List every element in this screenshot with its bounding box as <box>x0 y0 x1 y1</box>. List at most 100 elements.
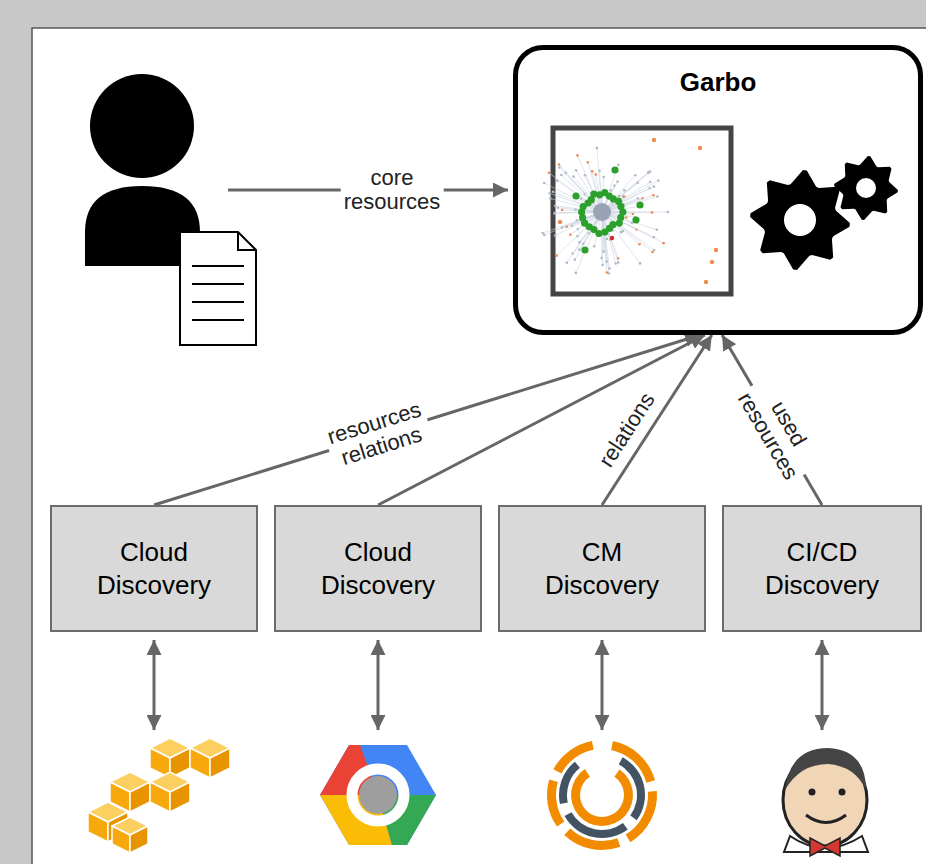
graph-dot <box>591 170 594 173</box>
graph-edge <box>543 212 602 233</box>
graph-dot <box>714 248 718 252</box>
graph-dot <box>548 172 551 175</box>
graph-dot <box>653 249 656 252</box>
document-icon <box>180 232 256 345</box>
graph-edge <box>567 212 602 263</box>
discovery-box: CI/CD Discovery <box>722 505 922 632</box>
graph-dot <box>625 216 628 219</box>
graph-dot <box>582 243 585 246</box>
chef-icon <box>547 741 657 850</box>
graph-edge <box>602 181 658 212</box>
aws-cube <box>190 738 230 778</box>
discovery-box: Cloud Discovery <box>274 505 482 632</box>
graph-hub <box>593 203 611 221</box>
edge-label: used resources <box>731 374 825 487</box>
double-arrow <box>377 640 380 730</box>
graph-dot <box>652 236 655 239</box>
graph-dot <box>575 272 578 275</box>
aws-icon <box>88 738 230 853</box>
graph-dot <box>552 190 555 193</box>
graph-dot <box>656 229 659 232</box>
graph-dot <box>596 147 599 150</box>
box-label: Garbo <box>680 68 757 97</box>
white-panel <box>32 28 926 864</box>
graph-edge <box>544 183 602 212</box>
graph-dot <box>649 181 652 184</box>
arrow-label: core resources <box>341 166 444 214</box>
graph-dot <box>657 179 660 182</box>
graph-dot <box>652 138 656 142</box>
graph-dot <box>647 171 650 174</box>
graph-dot <box>565 225 568 228</box>
double-arrow <box>153 640 156 730</box>
graph-dot <box>602 176 605 179</box>
graph-dot <box>652 194 655 197</box>
graph-node <box>632 216 639 223</box>
graph-dot <box>541 232 544 235</box>
graph-dot <box>656 195 659 198</box>
graph-dot <box>638 243 641 246</box>
graph-dot <box>639 262 642 265</box>
user-head <box>90 74 194 178</box>
graph-dot <box>549 197 552 200</box>
graph-dot <box>614 262 617 265</box>
edge-label: resources relations <box>322 397 434 474</box>
jenkins-icon <box>783 748 868 856</box>
graph-dot <box>558 166 561 169</box>
graph-edge <box>602 212 640 263</box>
graph-screenshot <box>541 128 731 294</box>
graph-dot <box>606 238 609 241</box>
graph-dot <box>651 211 654 214</box>
graph-dot <box>623 189 626 192</box>
graph-dot <box>573 258 576 261</box>
system-box: Garbo <box>513 45 923 335</box>
graph-dot <box>602 250 605 253</box>
graph-dot <box>572 175 575 178</box>
aws-cube <box>112 817 148 853</box>
graph-dot <box>601 264 604 267</box>
graph-dot <box>610 236 614 240</box>
gcp-icon <box>320 745 436 845</box>
double-arrow <box>601 640 604 730</box>
graph-dot <box>587 161 590 164</box>
graph-dot <box>593 245 596 248</box>
graph-dot <box>564 171 567 174</box>
graph-edge <box>597 148 602 212</box>
document-lines <box>192 266 244 320</box>
graph-dot <box>618 195 621 198</box>
discovery-links <box>154 640 822 730</box>
graph-dot <box>554 205 557 208</box>
graph-dot <box>647 172 650 175</box>
graph-dot <box>622 195 625 198</box>
chef-arc <box>571 769 633 826</box>
graph-dot <box>698 146 702 150</box>
graph-edge <box>549 173 602 212</box>
jenkins-collar <box>784 836 868 852</box>
graph-dot <box>653 185 656 188</box>
jenkins-hair <box>785 748 866 790</box>
graph-dot <box>557 206 560 209</box>
graph-dot <box>632 213 635 216</box>
graph-edge <box>602 173 648 212</box>
graph-dot <box>553 212 556 215</box>
graph-dot <box>605 260 608 263</box>
graph-dot <box>548 192 551 195</box>
graph-dot <box>662 242 665 245</box>
graph-node <box>611 166 618 173</box>
gears-icon <box>750 156 898 270</box>
user-icon <box>85 74 256 345</box>
jenkins-bowtie <box>810 838 840 856</box>
graph-dot <box>617 163 620 166</box>
graph-dot <box>561 209 564 212</box>
graph-dot <box>617 261 620 264</box>
gear-small <box>834 156 898 220</box>
graph-edge <box>557 212 602 256</box>
graph-dot <box>558 220 562 224</box>
graph-dot <box>543 182 546 185</box>
graph-node <box>617 203 624 210</box>
graph-dot <box>554 234 557 237</box>
graph-dot <box>560 174 563 177</box>
gcp-ring <box>352 769 404 821</box>
gcp-hexagon <box>320 745 436 845</box>
